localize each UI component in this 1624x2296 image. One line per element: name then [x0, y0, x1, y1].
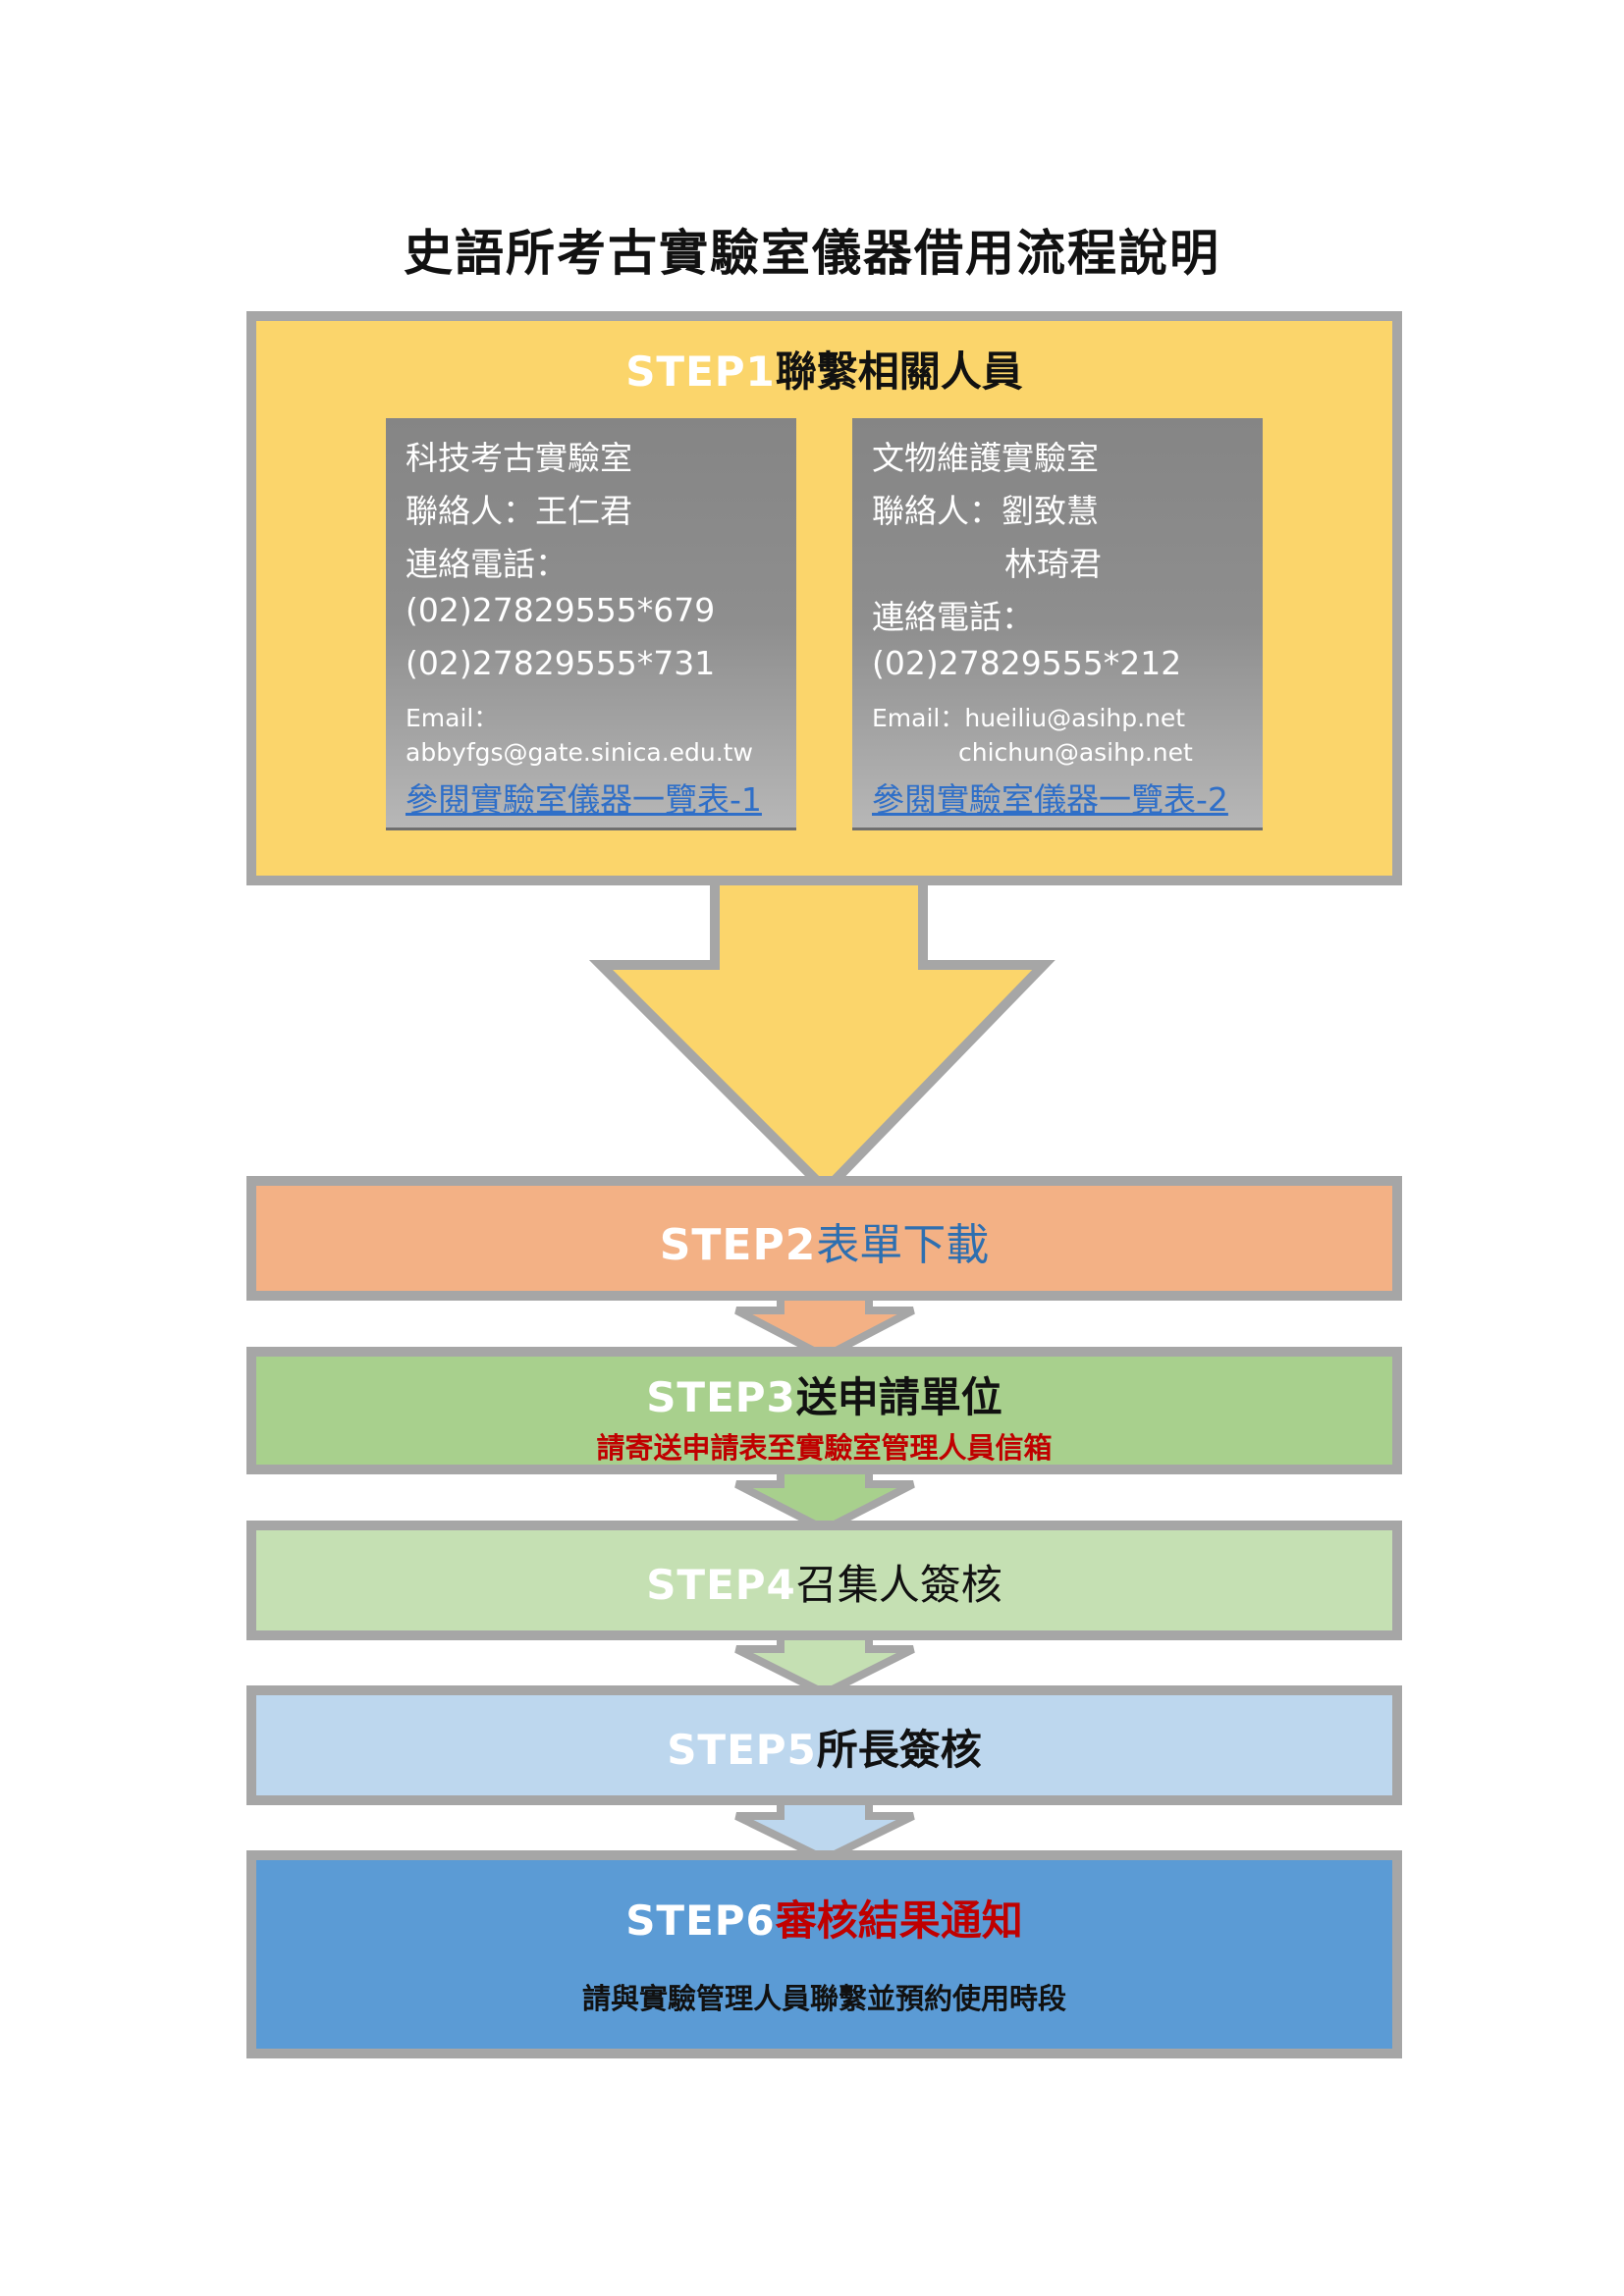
arrow-step1-to-step2: [588, 874, 1056, 1198]
card1-contact: 聯絡人：王仁君: [406, 492, 632, 530]
card2-instrument-list-link[interactable]: 參閱實驗室儀器一覽表-2: [872, 780, 1228, 819]
step2-label: STEP2: [659, 1220, 817, 1270]
step3-subtitle: 請寄送申請表至實驗室管理人員信箱: [596, 1431, 1053, 1465]
step6-heading: STEP6審核結果通知: [256, 1888, 1392, 1948]
step3-box: STEP3送申請單位 請寄送申請表至實驗室管理人員信箱: [246, 1347, 1402, 1474]
step1-heading: STEP1聯繫相關人員: [256, 339, 1392, 399]
step1-title: 聯繫相關人員: [775, 347, 1023, 396]
card2-lab-name: 文物維護實驗室: [872, 439, 1099, 477]
card1-phone-label: 連絡電話：: [406, 545, 568, 583]
card1-instrument-list-link[interactable]: 參閱實驗室儀器一覽表-1: [406, 780, 762, 819]
step6-label: STEP6: [625, 1896, 776, 1945]
page-title: 史語所考古實驗室儀器借用流程說明: [404, 225, 1220, 282]
step3-label: STEP3: [646, 1373, 796, 1421]
card2-contact-2: 林琦君: [1004, 545, 1102, 583]
card2-phone-label: 連絡電話：: [872, 598, 1034, 636]
step3-title: 送申請單位: [795, 1373, 1002, 1421]
card2-email-2: chichun@asihp.net: [958, 738, 1193, 767]
step4-box: STEP4召集人簽核: [246, 1521, 1402, 1640]
card2-phone-1: (02)27829555*212: [872, 644, 1182, 682]
step5-label: STEP5: [667, 1726, 817, 1774]
step6-subtitle: 請與實驗管理人員聯繫並預約使用時段: [581, 1982, 1066, 2015]
step5-title: 所長簽核: [816, 1726, 982, 1774]
card1-lab-name: 科技考古實驗室: [406, 439, 632, 477]
card1-email: abbyfgs@gate.sinica.edu.tw: [406, 738, 753, 767]
card2-email-1: Email：hueiliu@asihp.net: [872, 704, 1186, 732]
step2-heading: STEP2表單下載: [256, 1209, 1392, 1272]
step1-label: STEP1: [625, 347, 776, 396]
card1-email-label: Email：: [406, 704, 499, 732]
step6-box: STEP6審核結果通知 請與實驗管理人員聯繫並預約使用時段: [246, 1850, 1402, 2058]
step6-title: 審核結果通知: [775, 1896, 1023, 1945]
step4-label: STEP4: [646, 1561, 796, 1609]
step5-heading: STEP5所長簽核: [256, 1717, 1392, 1777]
card1-phone-2: (02)27829555*731: [406, 644, 716, 682]
step3-heading: STEP3送申請單位: [256, 1364, 1392, 1424]
step5-box: STEP5所長簽核: [246, 1685, 1402, 1805]
card1-phone-1: (02)27829555*679: [406, 591, 716, 629]
step2-box: STEP2表單下載: [246, 1176, 1402, 1301]
step4-title: 召集人簽核: [795, 1561, 1002, 1609]
contact-card-conservation: 文物維護實驗室 聯絡人：劉致慧 林琦君 連絡電話： (02)27829555*2…: [852, 418, 1263, 830]
card2-contact: 聯絡人：劉致慧: [872, 492, 1099, 530]
step2-title: 表單下載: [816, 1220, 990, 1270]
contact-card-tech-archaeology: 科技考古實驗室 聯絡人：王仁君 連絡電話： (02)27829555*679 (…: [386, 418, 796, 830]
step4-heading: STEP4召集人簽核: [256, 1552, 1392, 1612]
